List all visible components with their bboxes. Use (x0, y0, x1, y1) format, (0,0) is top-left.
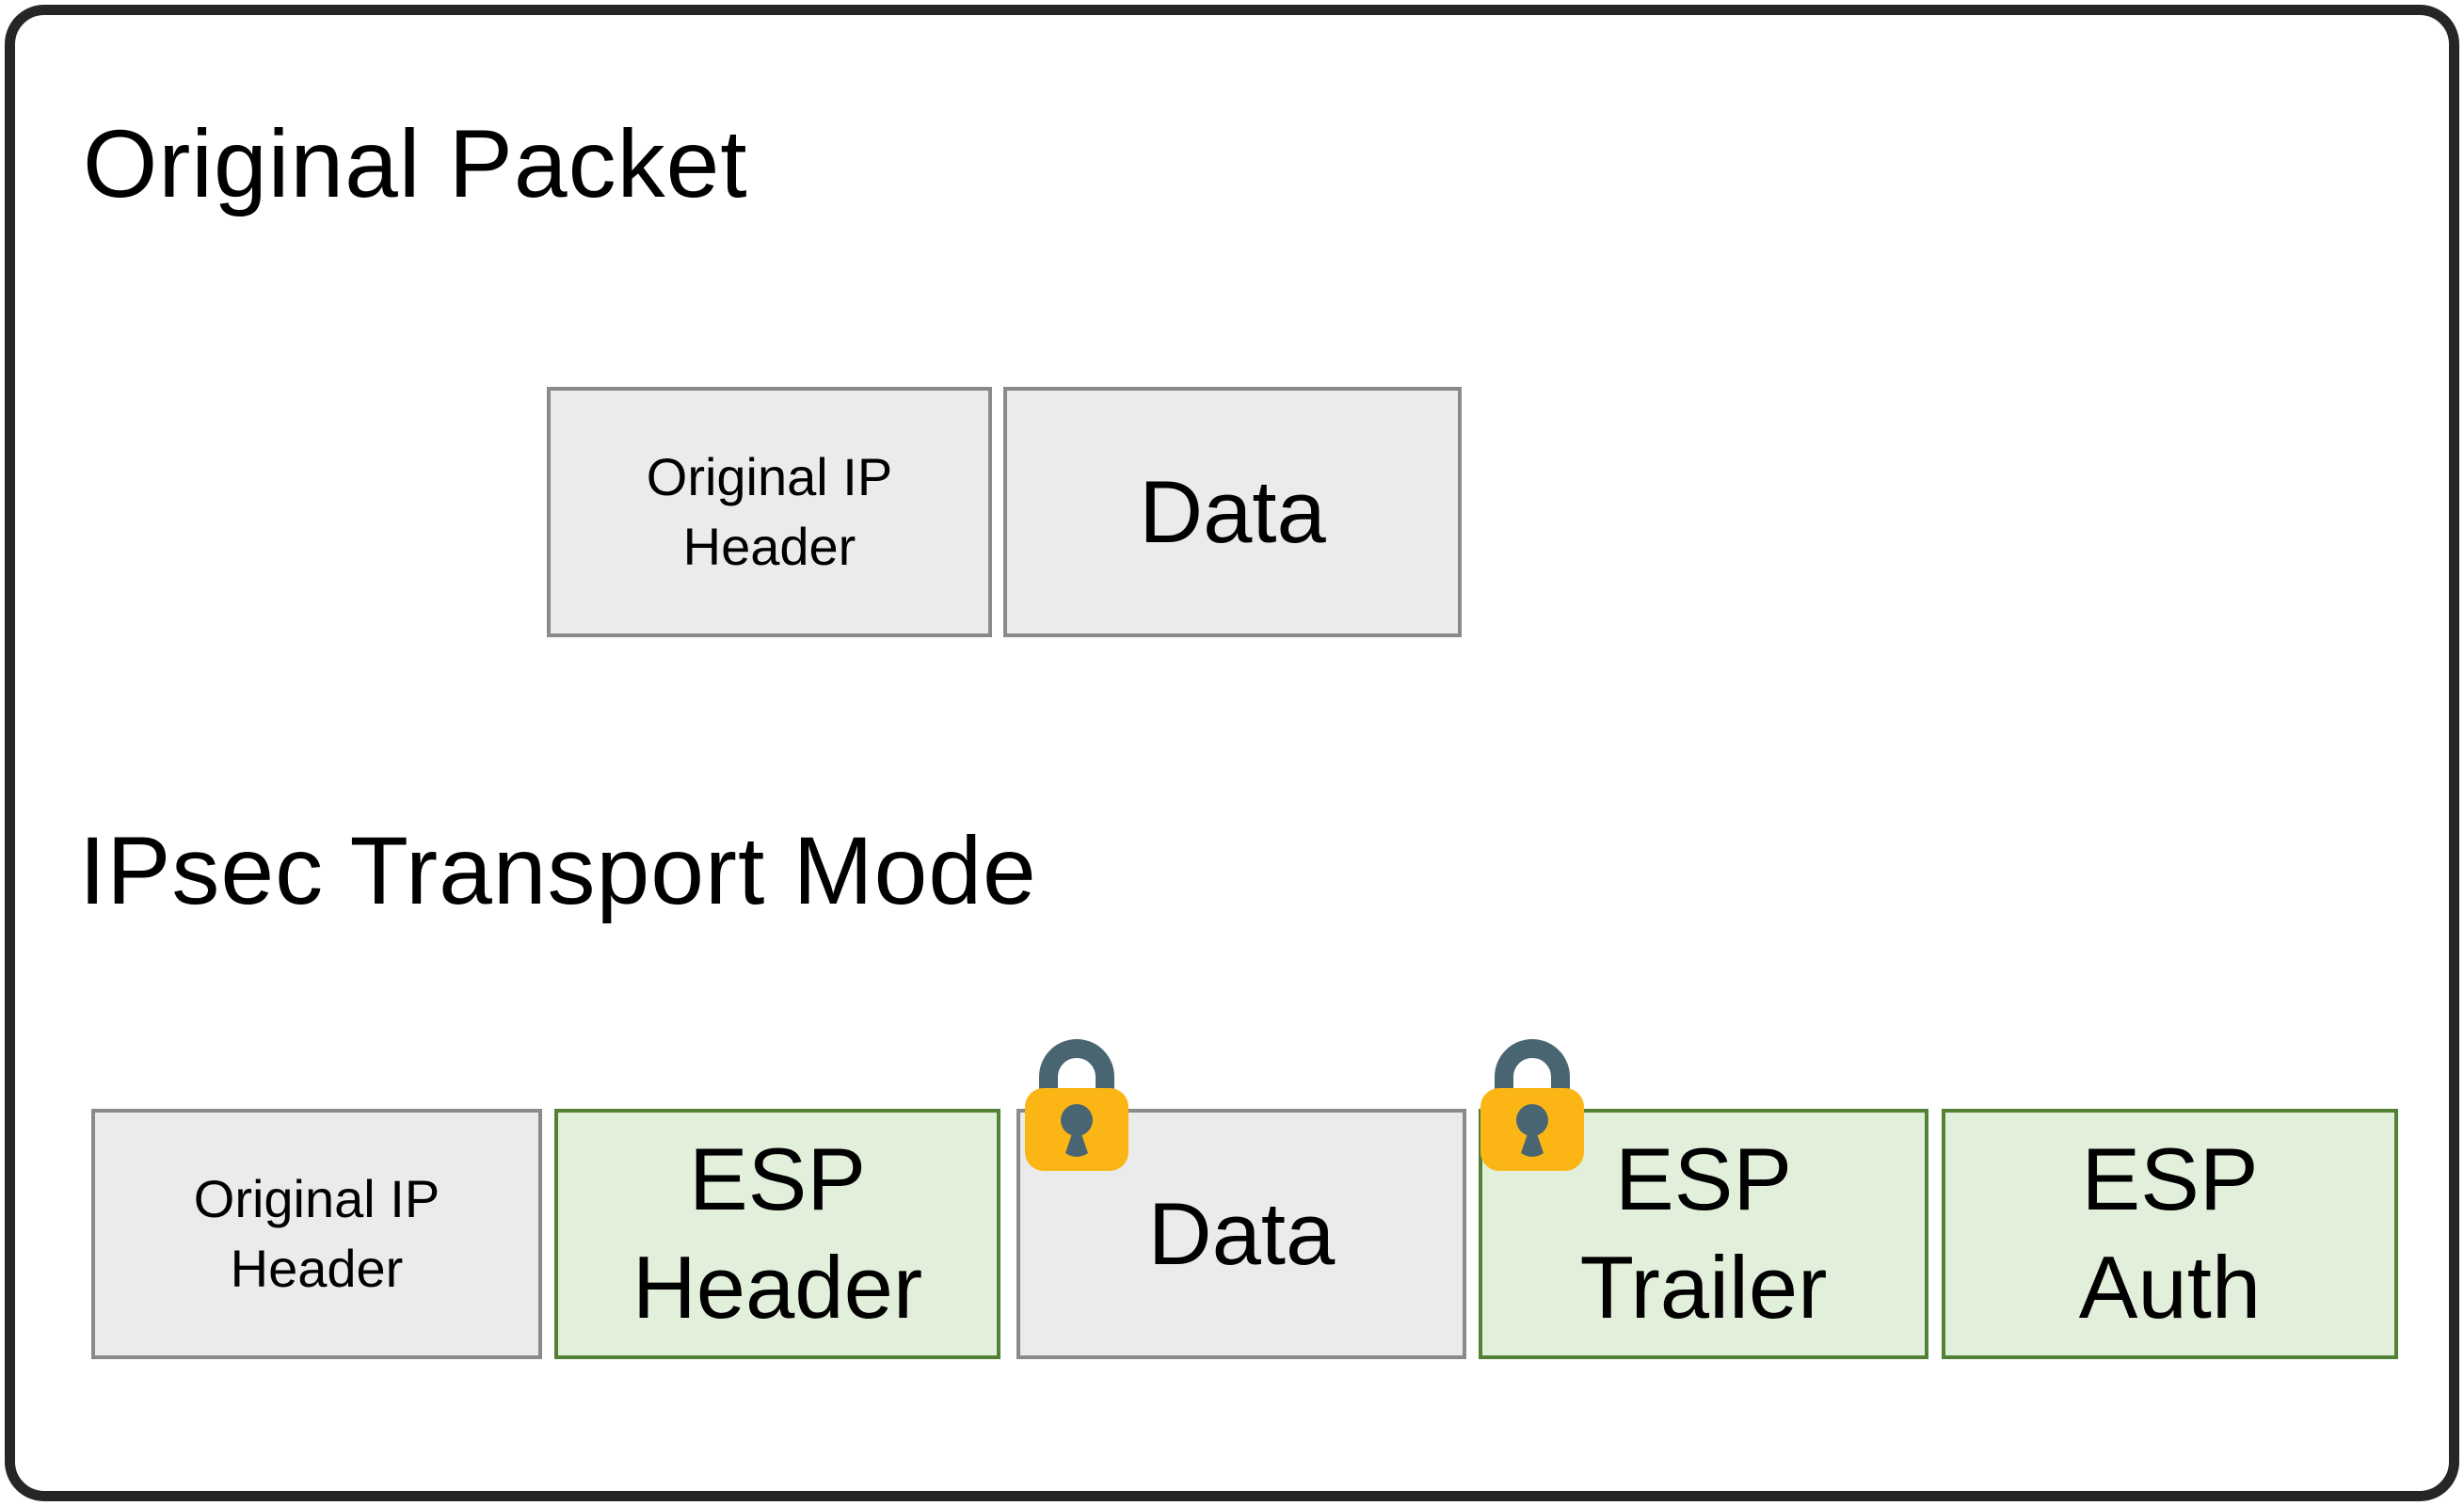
packet-box-esp-auth: ESP Auth (1942, 1109, 2398, 1359)
packet-box-original-ip-header: Original IP Header (547, 387, 992, 637)
box-label: Original IP Header (646, 447, 893, 576)
box-label: ESP Trailer (1579, 1130, 1828, 1337)
box-label: Original IP Header (193, 1169, 440, 1298)
padlock-icon (1480, 1028, 1584, 1171)
packet-box-original-ip-header-transport: Original IP Header (91, 1109, 542, 1359)
box-label: ESP Auth (2078, 1130, 2262, 1337)
box-label: ESP Header (632, 1130, 923, 1337)
box-label: Data (1147, 1183, 1336, 1283)
section-title-original-packet: Original Packet (83, 110, 748, 217)
padlock-icon (1025, 1028, 1128, 1171)
packet-box-data: Data (1003, 387, 1462, 637)
packet-box-data-transport: Data (1016, 1109, 1466, 1359)
section-title-ipsec-transport-mode: IPsec Transport Mode (79, 817, 1037, 924)
box-label: Data (1139, 461, 1326, 561)
packet-box-esp-header: ESP Header (554, 1109, 1000, 1359)
